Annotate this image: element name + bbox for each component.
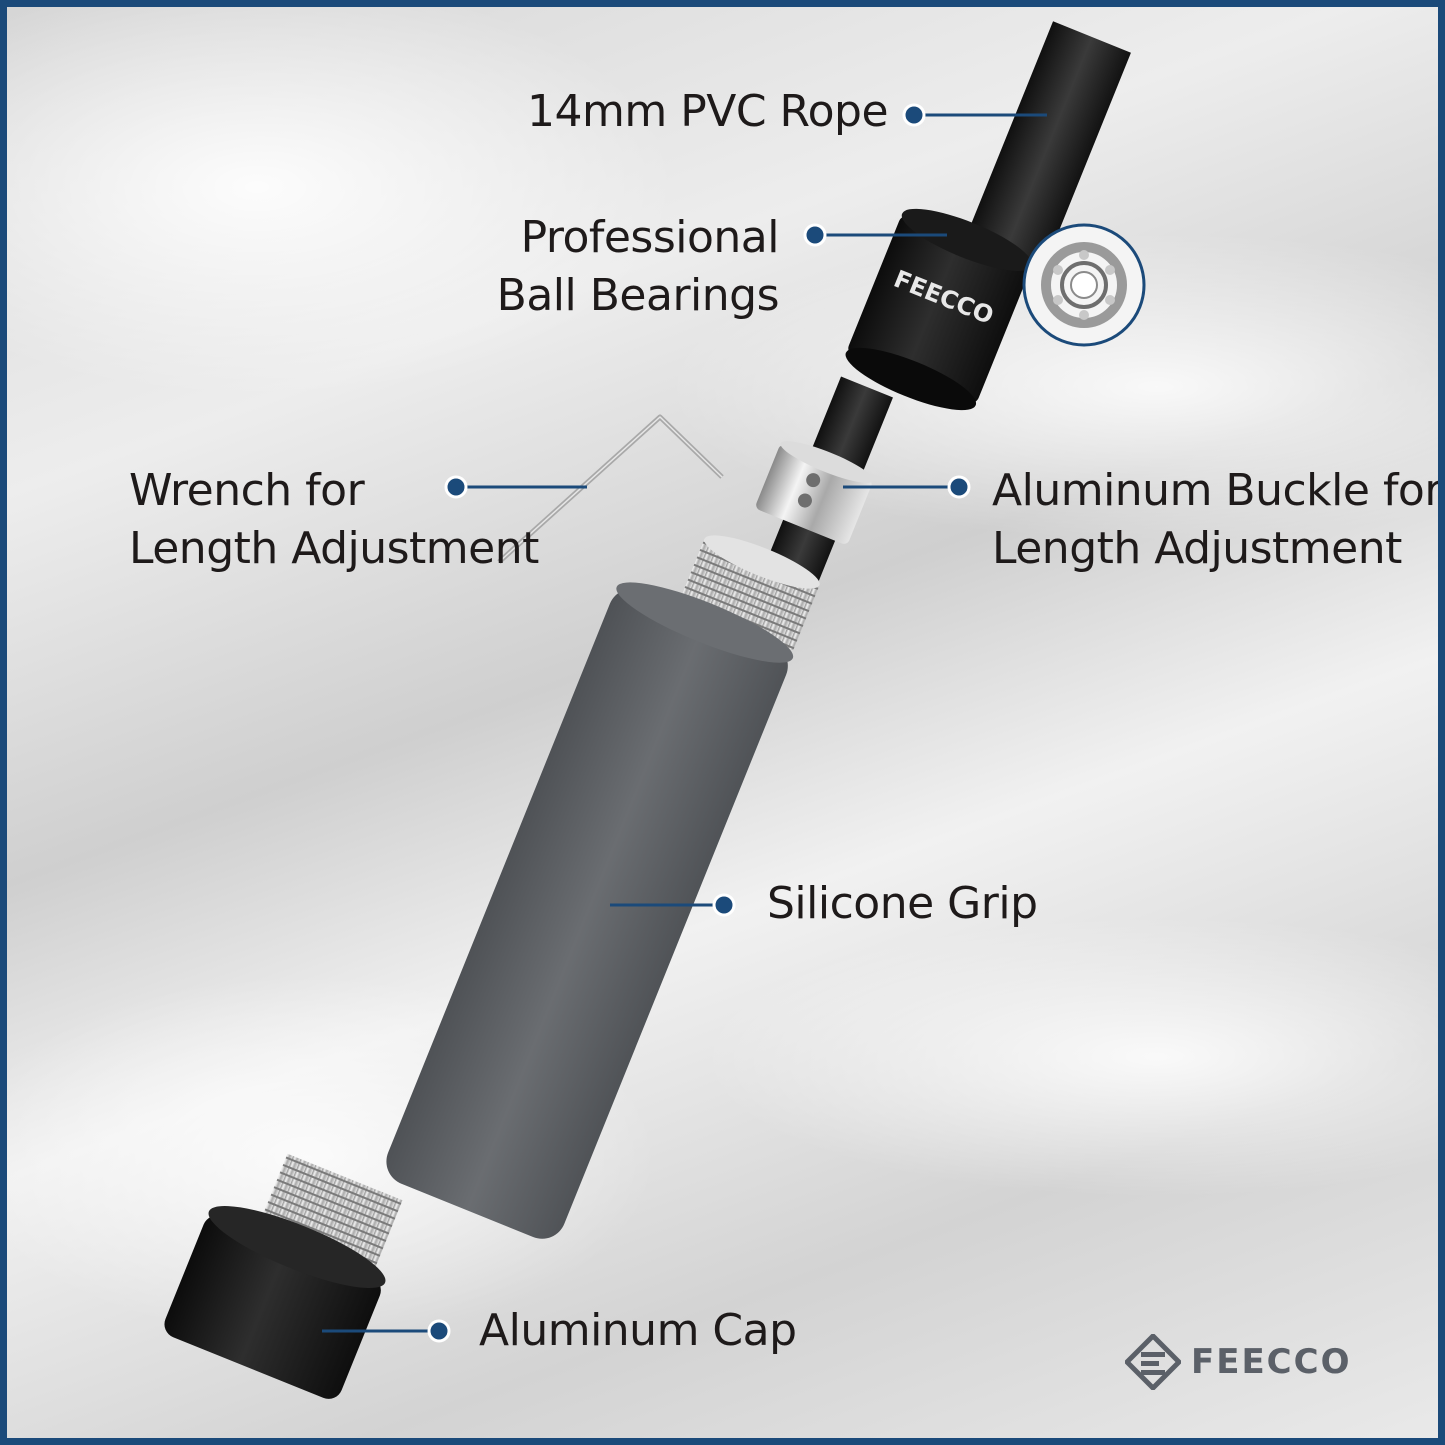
label-cap: Aluminum Cap [479,1305,797,1356]
label-wrench-line2: Length Adjustment [129,523,539,574]
label-wrench-line1: Wrench for [129,465,365,516]
callout-wrench [444,475,587,499]
label-bearings-line2: Ball Bearings [496,270,780,321]
bearing-housing: FEECCO [845,208,1033,411]
feecco-logo-icon [1125,1334,1181,1390]
product-illustration: FEECCO [164,21,1146,1399]
silicone-grip [386,582,794,1239]
label-buckle-line1: Aluminum Buckle for [992,465,1442,516]
callout-bearings [803,223,947,247]
brand-logo: FEECCO [1125,1334,1351,1390]
logo-text: FEECCO [1191,1342,1352,1382]
label-buckle-line2: Length Adjustment [992,523,1402,574]
aluminum-cap [164,1205,386,1399]
callout-rope [902,103,1047,127]
hex-wrench [497,414,724,564]
upper-thread [678,535,820,651]
label-bearings-line1: Professional [520,212,780,263]
callout-cap [322,1319,451,1343]
callout-buckle [843,475,971,499]
label-grip: Silicone Grip [767,878,1038,929]
pvc-rope [959,21,1131,285]
callout-grip [610,893,736,917]
aluminum-buckle [756,441,874,544]
ball-bearing-icon [1022,223,1146,347]
label-rope: 14mm PVC Rope [527,86,889,137]
